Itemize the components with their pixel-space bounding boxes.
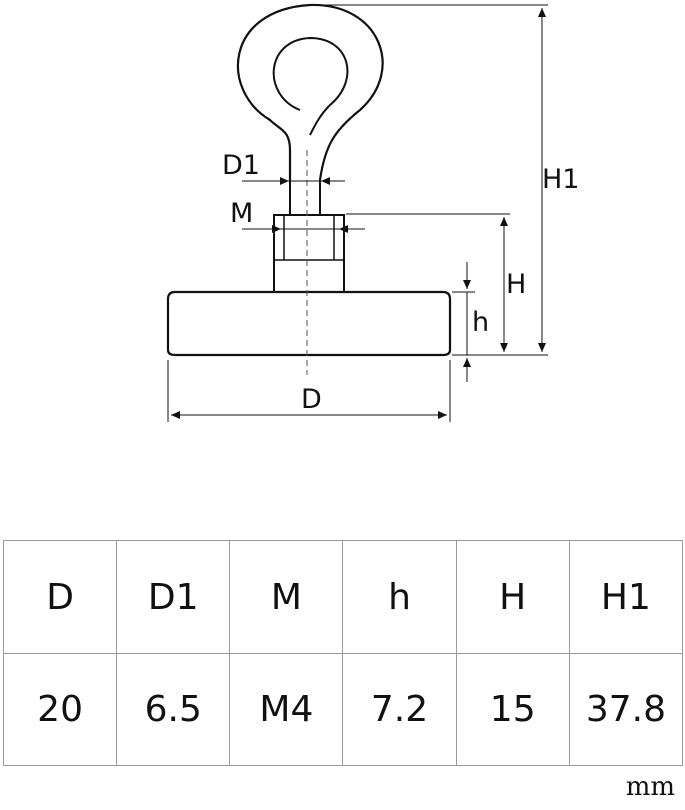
header-cell-m: M	[229, 540, 344, 654]
value-cell-h-small: 7.2	[342, 653, 457, 766]
magnet-base	[166, 290, 452, 357]
label-m: M	[230, 198, 253, 229]
value-cell-m: M4	[229, 653, 344, 766]
label-h-small: h	[472, 307, 489, 338]
threaded-stud	[273, 214, 345, 294]
table-value-row: 20 6.5 M4 7.2 15 37.8	[2, 653, 684, 766]
header-cell-d: D	[2, 540, 118, 654]
hook-eye-outline	[236, 3, 384, 181]
value-cell-h-big: 15	[455, 653, 570, 766]
header-cell-h-small: h	[342, 540, 457, 654]
value-cell-h1: 37.8	[568, 653, 684, 766]
magnet-hook-dimension-drawing: D1 M H1 H h D	[166, 3, 579, 422]
label-h-big: H	[506, 269, 526, 300]
label-h1: H1	[542, 164, 579, 195]
label-d: D	[301, 384, 322, 415]
header-cell-h-big: H	[455, 540, 570, 654]
hook-eye-inner	[272, 36, 349, 136]
specification-table: D D1 M h H H1 20 6.5 M4 7.2 15 37.8	[2, 540, 684, 766]
table-header-row: D D1 M h H H1	[2, 540, 684, 654]
value-cell-d1: 6.5	[116, 653, 231, 766]
header-cell-d1: D1	[116, 540, 231, 654]
value-cell-d: 20	[2, 653, 118, 766]
unit-label: mm	[625, 772, 675, 802]
label-d1: D1	[222, 150, 260, 181]
header-cell-h1: H1	[568, 540, 684, 654]
